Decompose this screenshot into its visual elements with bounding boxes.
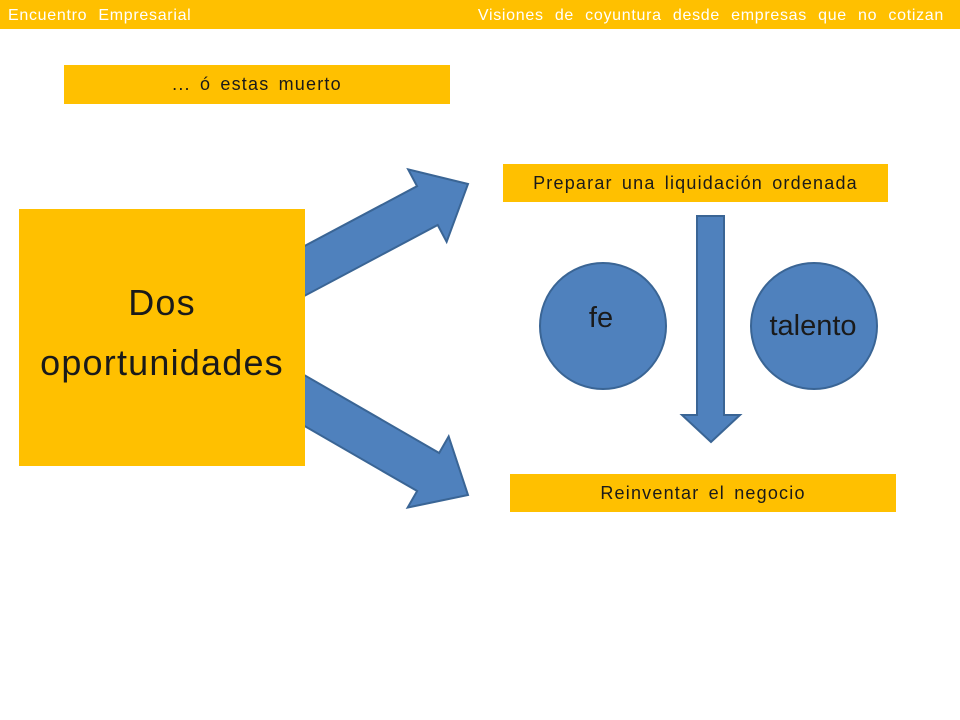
outcome-label: Reinventar el negocio [600,482,806,503]
outcome-box-reinvent: Reinventar el negocio [510,474,896,512]
header-left-title: Encuentro Empresarial [8,7,192,24]
circle-label: fe [589,302,613,334]
concept-circle-fe: fe [539,262,667,390]
header-bar: Encuentro Empresarial Visiones de coyunt… [0,0,960,29]
circle-shape [539,262,667,390]
outcome-box-liquidation: Preparar una liquidación ordenada [503,164,888,202]
circle-shape [750,262,878,390]
subtitle-text: ... ó estas muerto [172,74,342,94]
main-box-line2: oportunidades [40,342,284,383]
circle-label: talento [769,310,856,342]
header-right-title: Visiones de coyuntura desde empresas que… [477,7,944,24]
arrow-down [679,215,743,444]
outcome-label: Preparar una liquidación ordenada [533,172,858,193]
main-box-line1: Dos [128,282,196,323]
subtitle-box: ... ó estas muerto [64,65,450,104]
arrow-up-right [262,167,470,309]
main-box: Dos oportunidades [19,209,305,466]
concept-circle-talento: talento [750,262,878,390]
